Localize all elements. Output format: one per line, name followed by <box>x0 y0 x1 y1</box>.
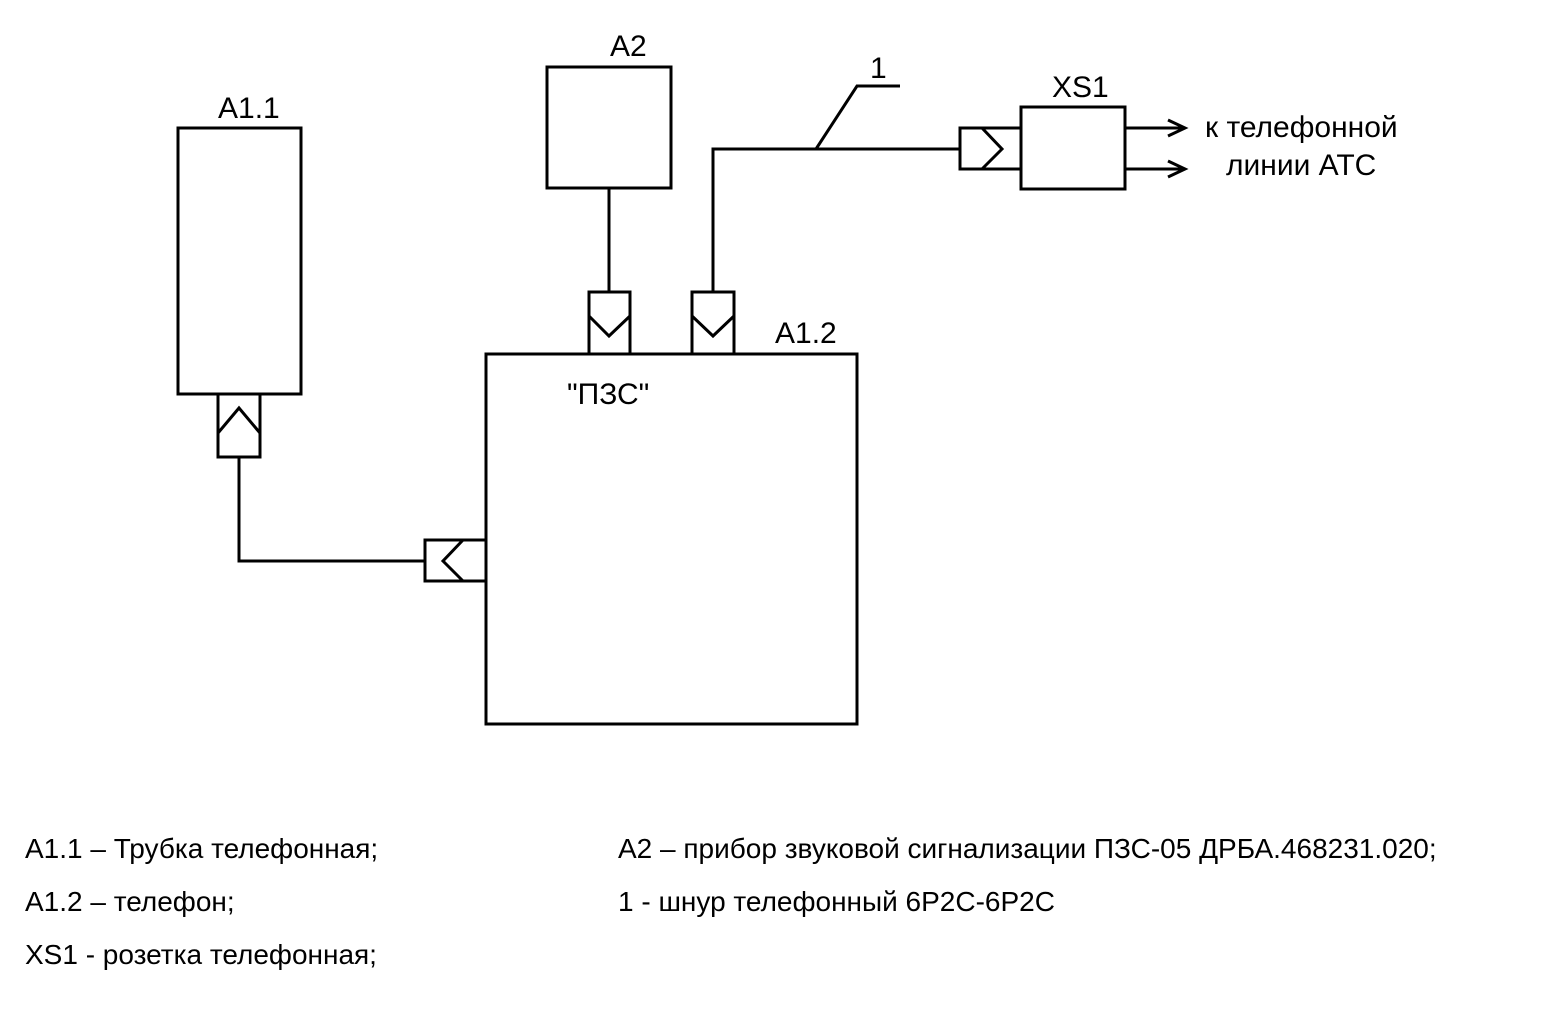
label-a2: A2 <box>610 30 647 63</box>
legend-item-a1-1: А1.1 – Трубка телефонная; <box>25 833 378 864</box>
connector-alarm <box>587 290 632 356</box>
alarm-device-a2: A2 <box>545 30 673 190</box>
label-to-line-1: к телефонной <box>1205 111 1398 144</box>
socket-xs1: XS1 <box>958 71 1127 191</box>
label-to-line-2: линии АТС <box>1226 149 1376 182</box>
telephone-a1-2: A1.2 "ПЗС" <box>484 317 859 726</box>
line-arrows <box>1125 118 1189 179</box>
cable-1-leader <box>814 84 900 150</box>
cable-1 <box>711 147 960 292</box>
legend-item-a1-2: А1.2 – телефон; <box>25 886 235 917</box>
legend-item-a2: А2 – прибор звуковой сигнализации ПЗС-05… <box>618 833 1437 864</box>
legend-item-cable: 1 - шнур телефонный 6Р2С-6Р2С <box>618 886 1055 917</box>
connector-handset <box>423 538 488 583</box>
legend: А1.1 – Трубка телефонная; А1.2 – телефон… <box>25 833 1437 970</box>
legend-item-xs1: XS1 - розетка телефонная; <box>25 939 377 970</box>
label-pzs: "ПЗС" <box>567 378 649 411</box>
label-a1-1: A1.1 <box>218 92 280 125</box>
label-cable-1: 1 <box>870 52 887 85</box>
wire-handset <box>237 457 425 563</box>
label-xs1: XS1 <box>1052 71 1109 104</box>
handset-a1-1: A1.1 <box>176 92 303 459</box>
connector-line <box>690 290 736 356</box>
label-a1-2: A1.2 <box>775 317 837 350</box>
